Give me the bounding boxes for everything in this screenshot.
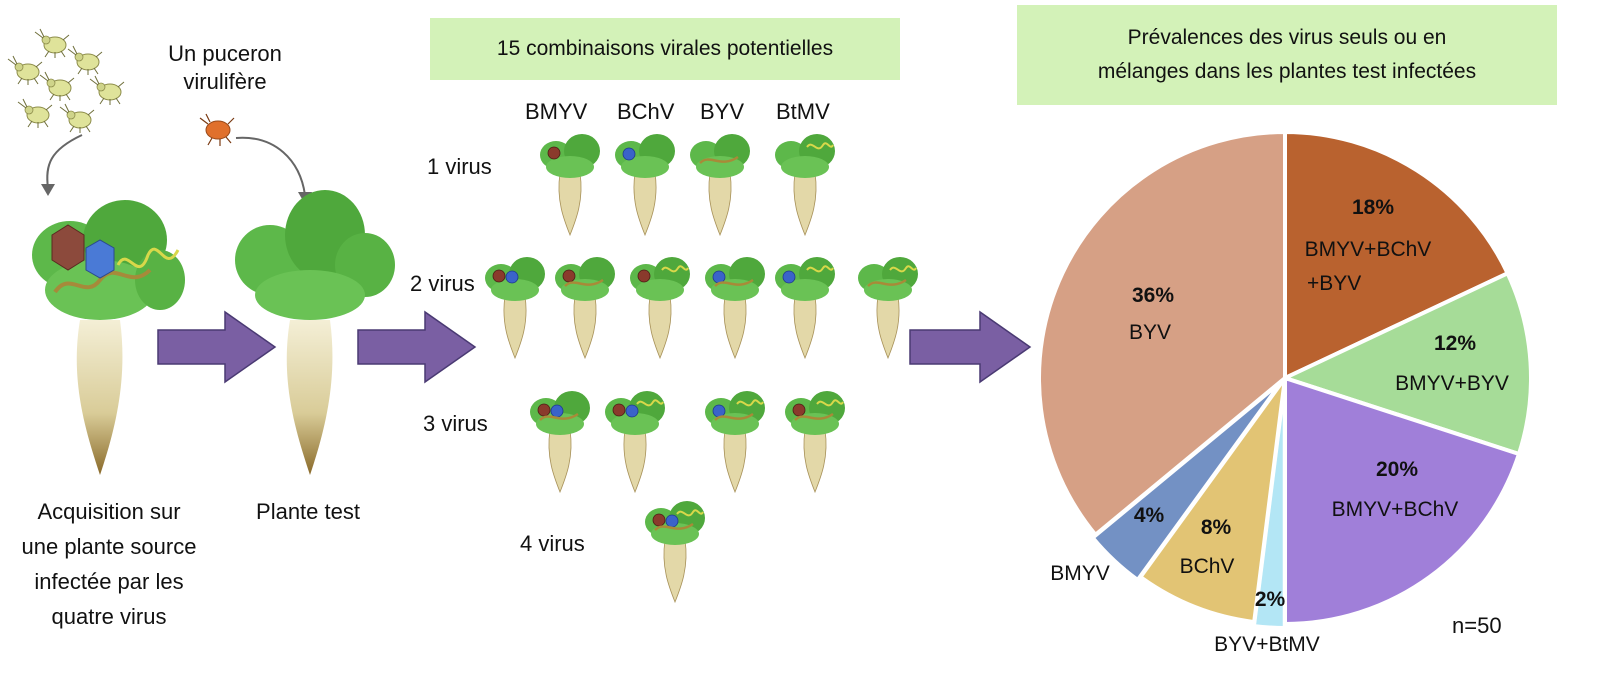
aphid-label-line-2: virulifère xyxy=(183,69,267,94)
pie-slice-label: +BYV xyxy=(1307,272,1361,295)
bchv-virus-icon xyxy=(782,270,796,284)
bchv-virus-icon xyxy=(622,147,636,161)
aphid-arrow-icon xyxy=(235,136,306,196)
pie-slice-bmyv-byv xyxy=(1279,270,1533,457)
test-plant-caption: Plante test xyxy=(256,499,360,524)
btmv-virus-icon xyxy=(636,399,664,407)
byv-virus-icon xyxy=(564,278,604,287)
byv-virus-icon xyxy=(714,412,754,421)
btmv-virus-icon xyxy=(806,265,834,273)
source-caption-line-2: une plante source xyxy=(21,534,197,559)
btmv-virus-icon xyxy=(676,509,704,517)
virus-name-bchv: BChV xyxy=(617,99,675,124)
combo-plant-bmyv xyxy=(540,134,600,237)
row-label-4-virus: 4 virus xyxy=(520,531,585,556)
row-label-3-virus: 3 virus xyxy=(423,411,488,436)
combo-plant-byv-btmv xyxy=(858,257,918,360)
btmv-virus-icon xyxy=(816,399,844,407)
virus-name-btmv: BtMV xyxy=(776,99,830,124)
pie-slice-label: BMYV+BChV xyxy=(1332,498,1459,521)
bmyv-virus-icon xyxy=(637,269,651,283)
pie-pct-label: 12% xyxy=(1434,332,1476,355)
pie-slice-bmyv-bchv xyxy=(1283,375,1522,627)
source-caption-line-4: quatre virus xyxy=(51,604,167,629)
combo-plant-byv xyxy=(690,134,750,237)
combo-plant-bchv-byv-btmv xyxy=(705,391,765,494)
combo-plant-bchv xyxy=(615,134,675,237)
pie-slice-label: BYV xyxy=(1129,321,1171,344)
pie-slice-label: BYV+BtMV xyxy=(1214,633,1320,656)
combo-plant-bmyv-byv xyxy=(555,257,615,360)
byv-virus-icon xyxy=(794,412,834,421)
aphid-label: Un puceron virulifère xyxy=(150,40,300,96)
byv-virus-icon xyxy=(714,278,754,287)
byv-virus-icon xyxy=(654,522,694,531)
combo-plant-btmv xyxy=(775,134,835,237)
row-label-1-virus: 1 virus xyxy=(427,154,492,179)
pie-pct-label: 36% xyxy=(1132,284,1174,307)
bchv-virus-icon xyxy=(505,270,519,284)
btmv-virus-icon xyxy=(806,142,834,150)
pie-pct-label: 2% xyxy=(1255,588,1286,611)
byv-virus-icon xyxy=(699,155,739,164)
aphid-label-line-1: Un puceron xyxy=(168,41,282,66)
btmv-virus-icon xyxy=(736,399,764,407)
pie-slice-label: BMYV+BYV xyxy=(1395,372,1509,395)
combo-plant-bmyv-btmv xyxy=(630,257,690,360)
pie-pct-label: 20% xyxy=(1376,458,1418,481)
btmv-virus-icon xyxy=(889,265,917,273)
combo-plant-bmyv-bchv-byv xyxy=(530,391,590,494)
prevalence-header-line-1: Prévalences des virus seuls ou en xyxy=(1127,26,1447,49)
pie-slice-byv xyxy=(1037,129,1287,538)
pie-slice-label: BMYV xyxy=(1050,562,1110,585)
bmyv-virus-icon xyxy=(547,146,561,160)
prevalence-header-line-2: mélanges dans les plantes test infectées xyxy=(1097,60,1477,83)
btmv-virus-icon xyxy=(661,265,689,273)
test-plant-icon xyxy=(235,190,395,475)
row-label-2-virus: 2 virus xyxy=(410,271,475,296)
viruliferous-aphid-icon xyxy=(199,113,235,146)
byv-virus-icon xyxy=(867,278,907,287)
combinations-header: 15 combinaisons virales potentielles xyxy=(430,18,900,80)
combo-plant-bmyv-bchv xyxy=(485,257,545,360)
pie-slice-label: BChV xyxy=(1180,555,1235,578)
combo-plant-bmyv-bchv-btmv xyxy=(605,391,665,494)
colony-arrow-icon xyxy=(46,134,83,189)
bmyv-virus-icon xyxy=(612,403,626,417)
sample-size-label: n=50 xyxy=(1452,613,1502,638)
byv-virus-icon xyxy=(539,412,579,421)
virus-name-bmyv: BMYV xyxy=(525,99,588,124)
virus-name-byv: BYV xyxy=(700,99,745,124)
bmyv-virus-icon xyxy=(492,269,506,283)
source-caption-line-1: Acquisition sur xyxy=(37,499,181,524)
pie-slice-label: BMYV+BChV xyxy=(1305,238,1432,261)
process-arrow-1-icon xyxy=(157,310,277,384)
prevalence-header: Prévalences des virus seuls ou en mélang… xyxy=(1017,5,1557,105)
pie-pct-label: 8% xyxy=(1201,516,1232,539)
combo-plant-bmyv-bchv-byv-btmv xyxy=(645,501,705,604)
process-arrow-3-icon xyxy=(909,310,1032,384)
combo-plant-bchv-byv xyxy=(705,257,765,360)
combo-plant-bchv-btmv xyxy=(775,257,835,360)
combo-plant-bmyv-byv-btmv xyxy=(785,391,845,494)
bchv-virus-icon xyxy=(625,404,639,418)
pie-slice-bmyv-bchv-byv xyxy=(1283,129,1511,382)
source-plant-caption: Acquisition sur une plante source infect… xyxy=(0,494,218,634)
pie-pct-label: 4% xyxy=(1134,504,1165,527)
pie-slice-bchv xyxy=(1137,376,1287,625)
process-arrow-2-icon xyxy=(357,310,477,384)
pie-slice-bmyv xyxy=(1089,379,1284,583)
source-caption-line-3: infectée par les xyxy=(34,569,184,594)
pie-pct-label: 18% xyxy=(1352,196,1394,219)
source-plant-icon xyxy=(32,200,185,475)
